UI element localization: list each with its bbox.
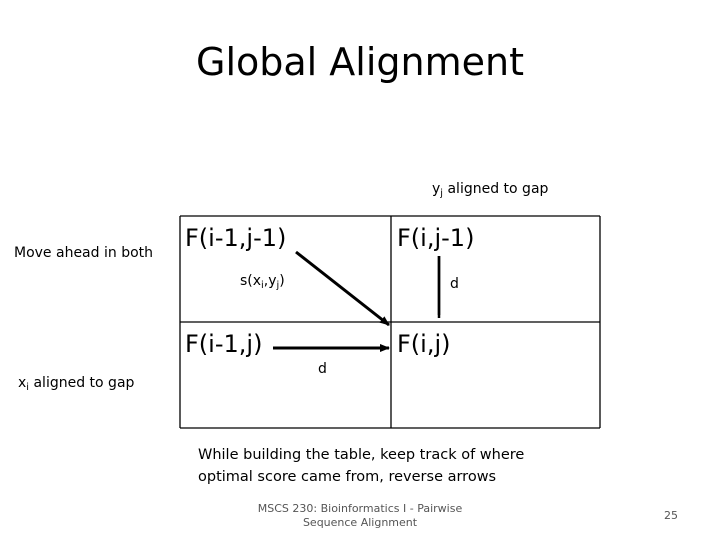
substitution-score-label: s(xi,yj) [240,273,285,291]
move-both-label: Move ahead in both [14,245,154,261]
page-number: 25 [664,509,678,522]
slide-title: Global Alignment [196,40,524,84]
slide-footer: MSCS 230: Bioinformatics I - Pairwise Se… [240,502,480,530]
cell-bottom-right: F(i,j) [397,330,451,358]
grid-lines [179,215,601,429]
gap-penalty-label-bottom: d [318,361,327,377]
explanation-line-2: optimal score came from, reverse arrows [198,469,497,485]
explanation-line-1: While building the table, keep track of … [198,447,525,463]
cell-bottom-left: F(i-1,j) [185,330,263,358]
xi-gap-label: xi aligned to gap [18,375,135,393]
gap-penalty-label-top: d [450,276,459,292]
yj-gap-label: yj aligned to gap [432,181,549,199]
cell-top-right: F(i,j-1) [397,224,475,252]
footer-line-2: Sequence Alignment [302,516,418,529]
footer-line-1: MSCS 230: Bioinformatics I - Pairwise [257,502,463,515]
explanation-note: While building the table, keep track of … [198,444,524,488]
cell-top-left: F(i-1,j-1) [185,224,287,252]
diagonal-arrow [295,250,390,327]
